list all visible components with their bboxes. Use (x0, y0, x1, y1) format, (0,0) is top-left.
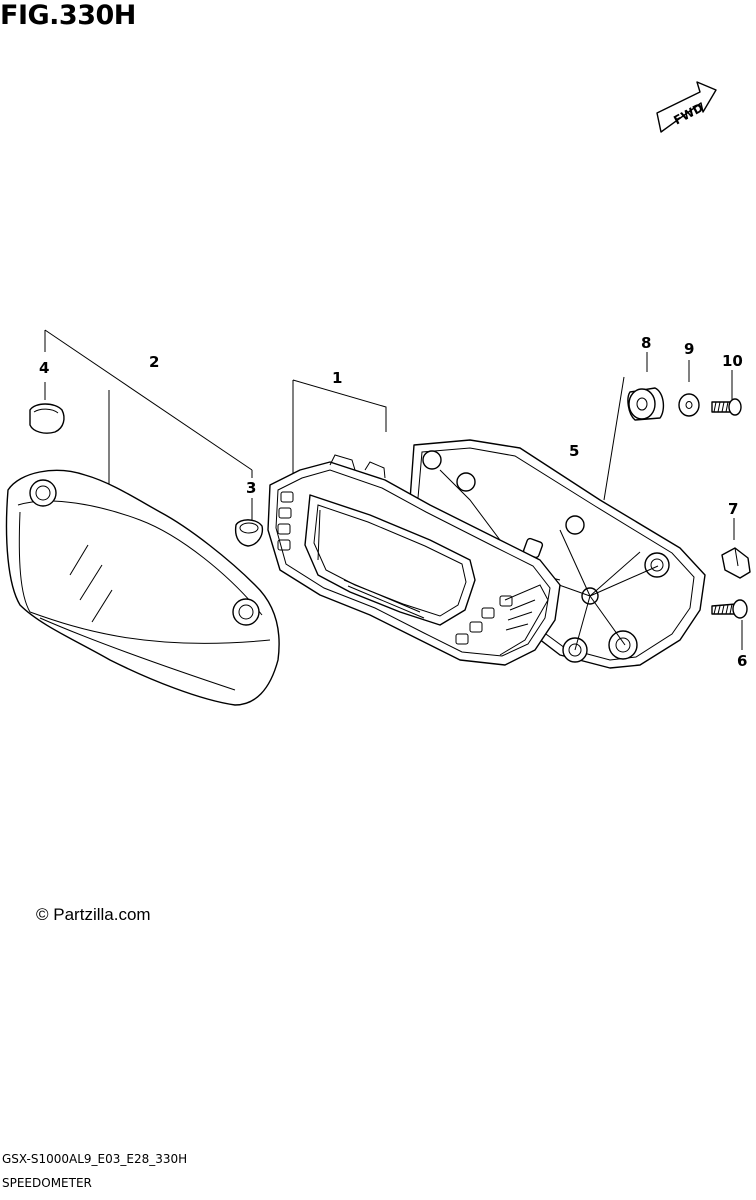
callout-8: 8 (641, 334, 651, 352)
meter-cover-part-2 (5, 469, 280, 706)
callout-6: 6 (737, 652, 747, 670)
callout-7: 7 (728, 500, 738, 518)
clip-nut-part-7 (721, 547, 751, 579)
copyright-icon: © (36, 905, 49, 924)
grommet-part-3 (234, 519, 264, 547)
model-code: GSX-S1000AL9_E03_E28_330H (2, 1152, 188, 1166)
callout-4: 4 (39, 359, 49, 377)
figure-title: FIG.330H (0, 0, 136, 31)
meter-case-part-5 (409, 439, 706, 669)
callout-9: 9 (684, 340, 694, 358)
callout-3: 3 (246, 479, 256, 497)
callout-5: 5 (569, 442, 579, 460)
copyright-text: Partzilla.com (53, 905, 151, 924)
section-name: SPEEDOMETER (2, 1176, 92, 1190)
callout-1: 1 (332, 369, 342, 387)
callout-2: 2 (149, 353, 159, 371)
callout-10: 10 (722, 352, 743, 370)
rubber-mount-part-8 (627, 387, 665, 421)
washer-part-9 (678, 393, 700, 417)
fwd-arrow-icon: FWD (656, 81, 717, 133)
copyright-notice: © Partzilla.com (36, 905, 151, 925)
leader-lines (44, 329, 743, 650)
meter-assembly-part-1 (267, 454, 561, 666)
screw-part-6 (711, 599, 748, 619)
screw-part-10 (711, 398, 742, 416)
cap-part-4 (29, 403, 65, 434)
